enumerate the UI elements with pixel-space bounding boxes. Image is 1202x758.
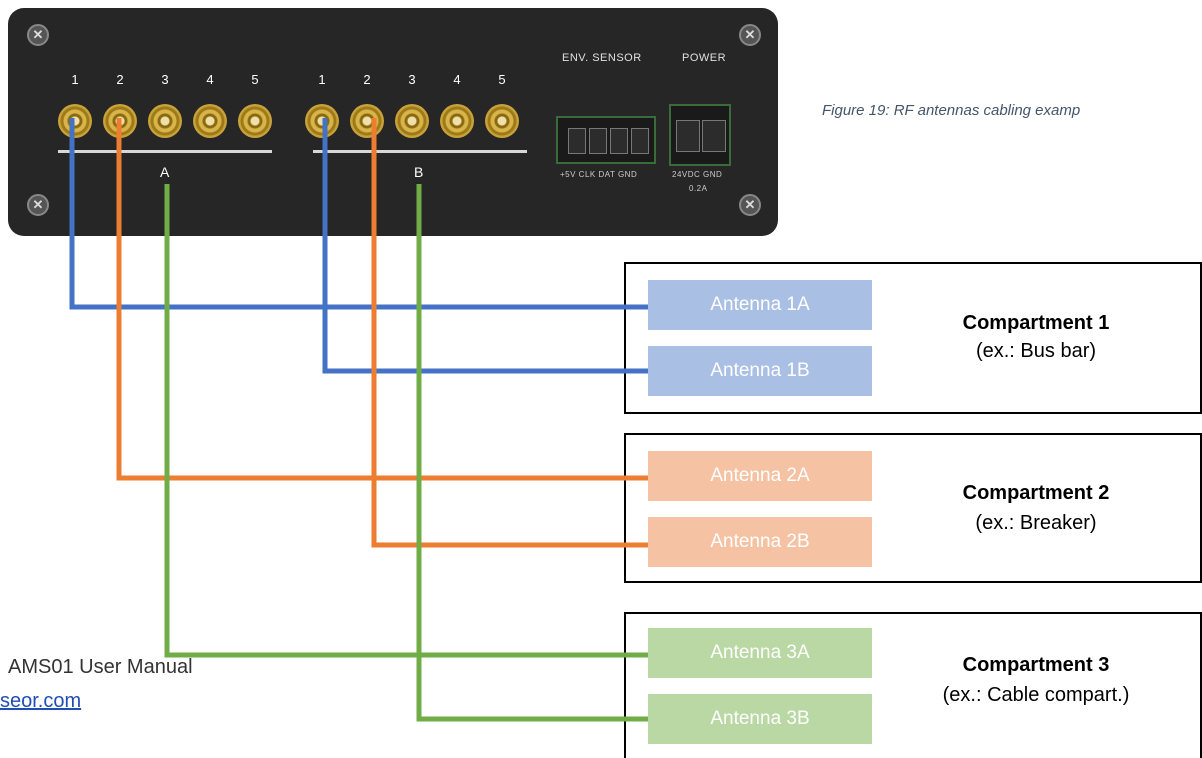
website-link[interactable]: seor.com [0, 690, 82, 712]
port-number: 2 [363, 72, 371, 87]
group-a-label: A [160, 164, 170, 180]
rf-port-a4 [193, 104, 227, 138]
compartment-1-subtitle: (ex.: Bus bar) [975, 340, 1097, 362]
rf-port-a1 [58, 104, 92, 138]
env-sensor-pins: +5V CLK DAT GND [560, 170, 638, 179]
cable-1a [69, 118, 648, 310]
screw-icon: ✕ [27, 194, 49, 216]
rf-port-a5 [238, 104, 272, 138]
cable-1b [322, 118, 648, 374]
screw-icon: ✕ [739, 194, 761, 216]
power-rating: 0.2A [689, 184, 708, 193]
port-number: 2 [116, 72, 124, 87]
env-sensor-connector [556, 116, 656, 164]
env-sensor-title: ENV. SENSOR [562, 52, 642, 64]
antenna-1a: Antenna 1A [648, 280, 872, 330]
power-title: POWER [682, 52, 727, 64]
power-pins: 24VDC GND [672, 170, 723, 179]
antenna-2a: Antenna 2A [648, 451, 872, 501]
figure-caption: Figure 19: RF antennas cabling examp [822, 102, 1081, 119]
group-b-bar [313, 150, 527, 153]
compartment-3-subtitle: (ex.: Cable compart.) [942, 684, 1130, 706]
port-number: 4 [206, 72, 214, 87]
port-number: 1 [71, 72, 79, 87]
cable-3b [416, 184, 648, 722]
port-number: 3 [408, 72, 416, 87]
port-number: 3 [161, 72, 169, 87]
manual-title: AMS01 User Manual [8, 656, 193, 678]
group-b-label: B [414, 164, 424, 180]
port-number: 4 [453, 72, 461, 87]
compartment-2-subtitle: (ex.: Breaker) [975, 512, 1097, 534]
rf-port-b2 [350, 104, 384, 138]
port-number: 1 [318, 72, 326, 87]
cable-2b [371, 118, 648, 548]
rf-port-b5 [485, 104, 519, 138]
antenna-2b: Antenna 2B [648, 517, 872, 567]
power-connector [669, 104, 731, 166]
rf-port-b3 [395, 104, 429, 138]
port-number: 5 [251, 72, 259, 87]
compartment-1-title: Compartment 1 [962, 312, 1110, 334]
group-a-bar [58, 150, 272, 153]
antenna-3a: Antenna 3A [648, 628, 872, 678]
rf-port-b1 [305, 104, 339, 138]
cable-2a [116, 118, 648, 481]
cable-3a [164, 184, 648, 658]
compartment-2-title: Compartment 2 [962, 482, 1110, 504]
port-number: 5 [498, 72, 506, 87]
compartment-3-title: Compartment 3 [962, 654, 1110, 676]
rf-port-b4 [440, 104, 474, 138]
screw-icon: ✕ [27, 24, 49, 46]
antenna-3b: Antenna 3B [648, 694, 872, 744]
antenna-1b: Antenna 1B [648, 346, 872, 396]
rf-port-a3 [148, 104, 182, 138]
screw-icon: ✕ [739, 24, 761, 46]
